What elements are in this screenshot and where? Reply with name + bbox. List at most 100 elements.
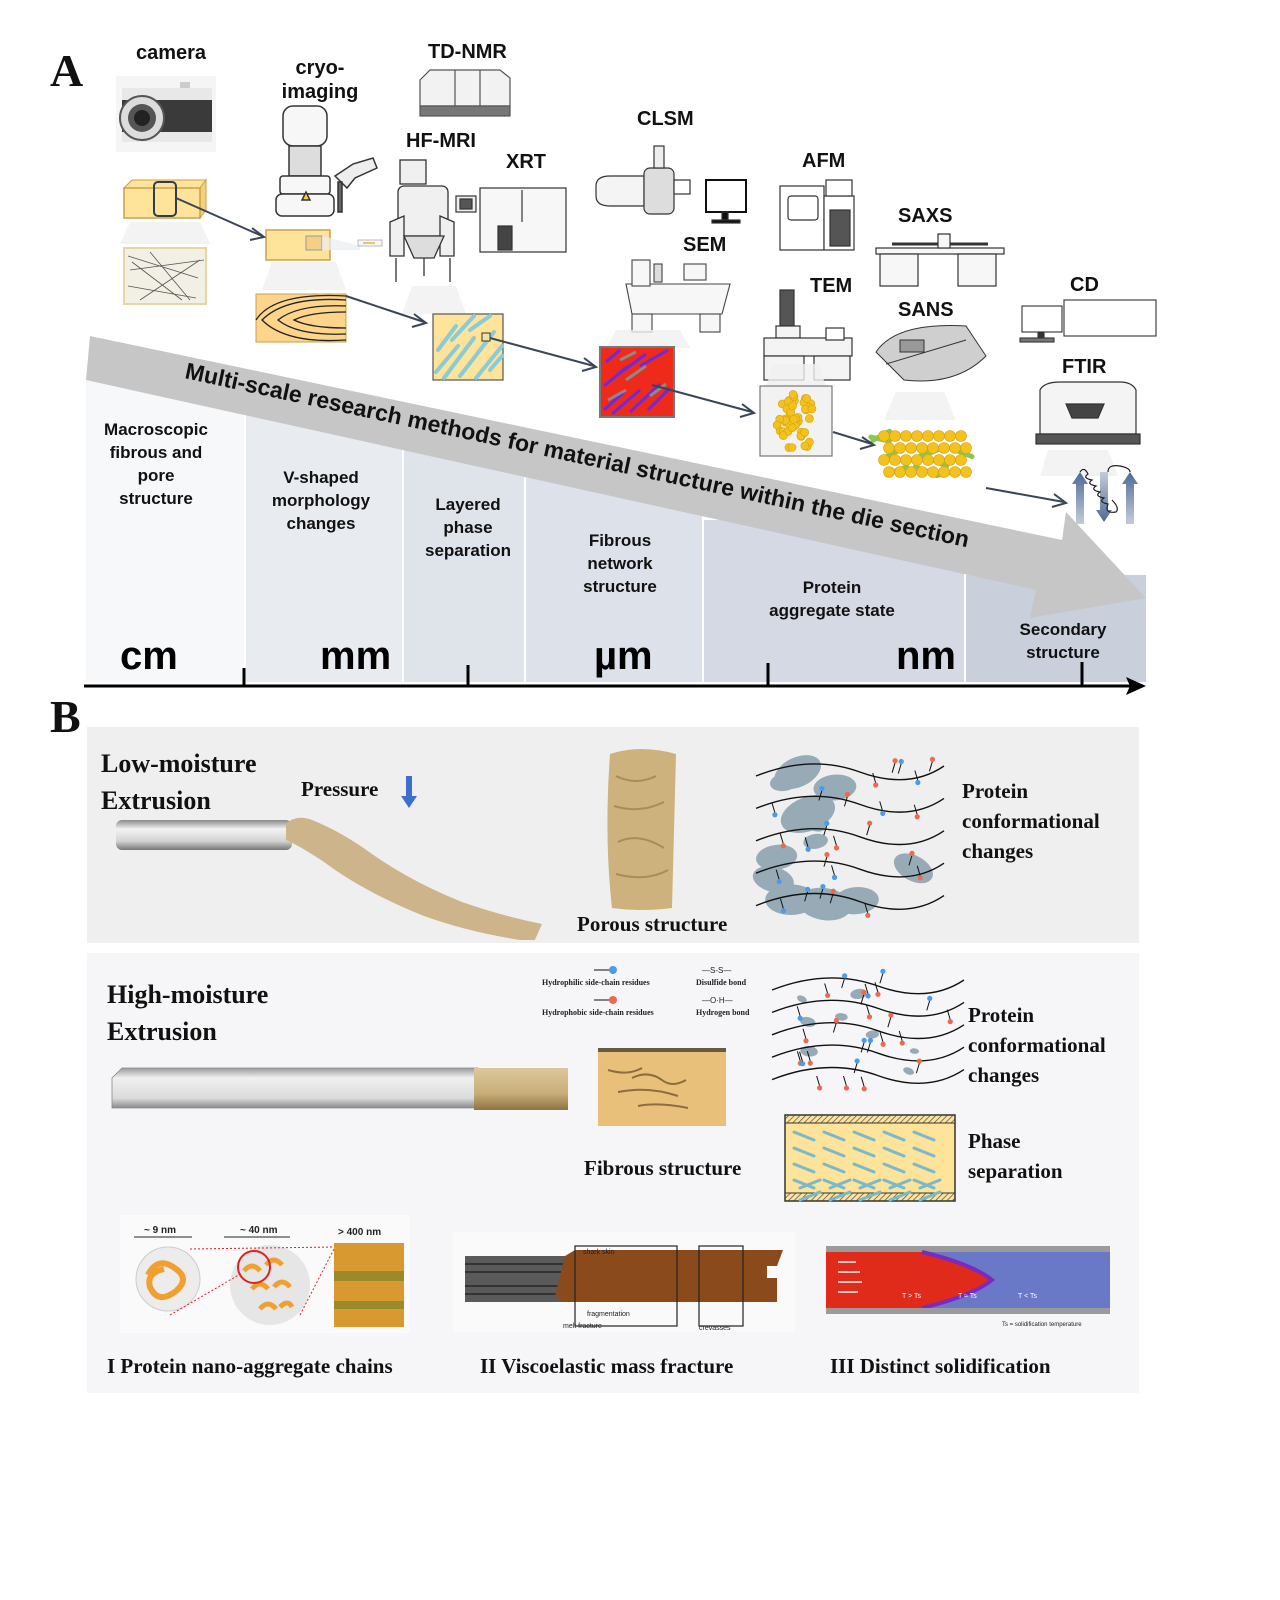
bead [955,454,967,466]
protein-blob [803,833,828,849]
high-protein-network [771,968,965,1092]
label-line: Protein [968,1003,1035,1027]
side-chain [823,825,828,836]
phase-streak [792,1178,816,1190]
col-line: Macroscopic [104,420,208,439]
bead [900,454,912,466]
phase-streak [828,1190,852,1202]
side-chain [914,770,919,781]
side-chain [853,1062,858,1074]
side-chain [823,856,828,867]
protein-blob [765,884,817,915]
residue [867,820,873,826]
residue [927,995,933,1001]
phase-streak [882,1130,906,1142]
residue [861,1037,867,1043]
col-line: fibrous and [109,443,203,462]
side-chain [843,796,848,807]
flow-arrows [175,197,1069,508]
phase-separation-label: Phase separation [968,1126,1063,1186]
side-chain [804,891,809,902]
label-line: conformational [968,1033,1106,1057]
protein-blob [909,1048,920,1054]
bead [905,466,917,478]
label-line: cryo- [295,57,345,79]
panel-b-label: B [50,691,81,742]
side-chain [860,1042,865,1053]
label-sem: SEM [683,234,727,256]
title-line: High-moisture [107,980,269,1009]
col-line: structure [119,489,193,508]
side-chain [832,1022,837,1033]
residue [805,846,811,852]
v-shaped-arcs [255,293,347,343]
side-chain [866,825,871,836]
phase-streak [912,1162,936,1174]
residue [880,1041,886,1047]
col-line: morphology [271,491,371,510]
side-chain [802,1028,807,1039]
bead [955,430,967,442]
title-line: Low-moisture [101,749,257,778]
fibrous-sample [598,1048,726,1126]
residue [843,1085,850,1091]
bead [894,466,906,478]
label-ts-definition: Ts = solidification temperature [1002,1322,1082,1328]
col-line: V-shaped [283,468,359,487]
residue [833,845,840,851]
phase-streak [792,1146,816,1158]
clsm-image [599,346,675,418]
bead [878,430,890,442]
residue [915,779,921,786]
residue [861,989,867,996]
residue [780,908,787,914]
sans-icon [875,325,987,382]
label-melt-fracture: melt fracture [563,1323,602,1330]
residue [842,973,848,979]
phase-streak [798,1190,822,1202]
label-fragmentation: fragmentation [587,1311,630,1318]
residue [824,851,830,858]
label-cd: CD [1070,274,1099,296]
residue [929,756,936,762]
phase-streak [882,1162,906,1174]
phase-streak [822,1178,846,1190]
side-chain [864,983,869,994]
bead [878,454,890,466]
label-clsm: CLSM [637,108,694,130]
label-tem: TEM [810,275,853,297]
residue [820,883,826,890]
phase-streak [822,1130,846,1142]
col-label-v-shaped: V-shaped morphology changes [252,466,390,535]
phase-streak [882,1178,906,1190]
label-xrt: XRT [506,151,546,173]
size-label-40nm: ~ 40 nm [240,1225,278,1236]
protein-beads [759,385,833,457]
peptide-chain [771,977,965,995]
side-chain [879,1032,884,1043]
porous-sample [607,749,676,910]
hydrogen-legend-label: Hydrogen bond [696,1008,750,1017]
label-line: separation [968,1159,1063,1183]
side-chain [796,1051,801,1062]
side-chain [818,790,823,801]
side-chain [913,804,918,815]
die-barrel [111,1067,479,1109]
residue [854,1058,860,1064]
bead [933,430,945,442]
side-chain [887,1017,892,1028]
peptide-chain [771,1044,965,1062]
bead [789,414,798,424]
phase-streak [822,1146,846,1158]
col-line: Protein [802,578,862,597]
bead [787,443,797,452]
col-line: phase [443,518,493,537]
residue [844,791,851,797]
cryo-imaging-icon [275,105,378,217]
label-line: conformational [962,809,1100,833]
label-t-above: T > Ts [902,1293,922,1300]
td-nmr-icon [419,69,511,117]
bead [927,442,939,454]
residue [830,888,836,894]
bead [905,442,917,454]
